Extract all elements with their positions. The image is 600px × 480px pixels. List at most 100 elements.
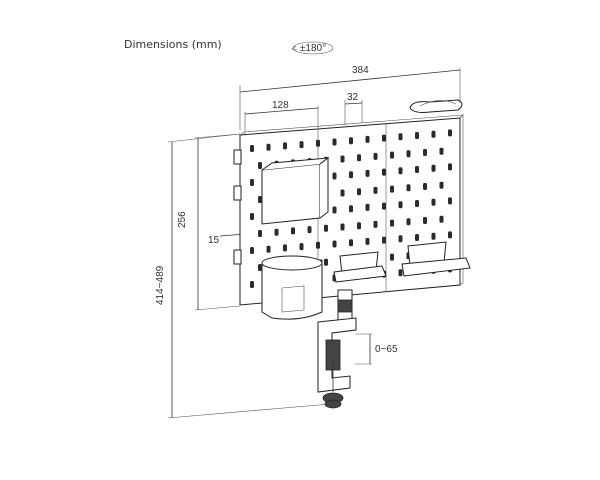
peg-hole (349, 171, 353, 179)
peg-hole (398, 269, 403, 277)
peg-hole (316, 139, 320, 147)
peg-hole (357, 222, 361, 230)
dimension-panel-height: 256 (177, 133, 241, 311)
peg-hole (431, 130, 436, 138)
peg-hole (332, 206, 337, 214)
peg-hole (431, 198, 436, 206)
peg-hole (357, 154, 361, 162)
peg-hole (448, 163, 452, 171)
peg-hole (390, 253, 394, 261)
peg-hole (349, 205, 353, 213)
headphone-hook (409, 99, 463, 113)
peg-hole (448, 129, 452, 137)
dimension-cup-width: 128 (244, 100, 319, 135)
peg-hole (250, 179, 254, 186)
peg-hole (357, 188, 361, 196)
peg-hole (299, 141, 304, 149)
peg-hole (250, 247, 254, 254)
peg-hole (324, 258, 328, 266)
peg-hole (283, 244, 287, 252)
peg-hole (439, 181, 444, 189)
peg-hole (324, 224, 328, 232)
peg-hole (283, 142, 287, 150)
peg-hole (340, 155, 345, 163)
peg-hole (340, 189, 345, 197)
peg-hole (266, 143, 271, 151)
peg-hole (316, 241, 320, 249)
peg-hole (439, 215, 444, 223)
dim-32-label: 32 (347, 92, 359, 103)
peg-hole (340, 223, 345, 231)
peg-hole (349, 239, 353, 247)
peg-hole (398, 235, 403, 243)
peg-hole (258, 196, 262, 203)
peg-hole (423, 217, 427, 224)
peg-hole (415, 166, 419, 173)
dimension-slot-width: 32 (344, 92, 363, 125)
dimension-clamp-range: 0~65 (355, 333, 398, 365)
rotation-label: ±180° (300, 43, 326, 54)
peg-hole (415, 200, 419, 207)
peg-hole (365, 203, 370, 211)
peg-hole (431, 164, 436, 172)
peg-hole (258, 264, 262, 271)
peg-hole (373, 186, 378, 194)
peg-hole (349, 137, 353, 145)
peg-hole (431, 232, 436, 240)
desk-clamp (317, 317, 357, 409)
peg-hole (415, 234, 419, 241)
controller-holder-left (333, 251, 387, 283)
cup-holder (261, 255, 323, 320)
peg-hole (415, 132, 419, 139)
peg-hole (390, 185, 394, 193)
dim-clamp-label: 0~65 (375, 344, 398, 355)
peg-hole (448, 231, 452, 239)
rotation-icon: ±180° (291, 41, 334, 55)
peg-hole (307, 226, 312, 234)
peg-hole (258, 162, 262, 169)
dim-256-label: 256 (177, 211, 188, 228)
peg-hole (398, 167, 403, 175)
peg-hole (274, 228, 279, 236)
peg-hole (439, 147, 444, 155)
peg-hole (382, 168, 386, 176)
peg-hole (250, 213, 254, 220)
peg-hole (332, 138, 337, 146)
peg-hole (258, 230, 262, 237)
peg-hole (332, 240, 337, 248)
peg-hole (266, 245, 271, 253)
peg-hole (250, 281, 254, 288)
storage-box (261, 157, 330, 225)
diagram-title: Dimensions (mm) (124, 38, 222, 51)
dimension-total-width: 384 (239, 65, 461, 130)
controller-holder-right (401, 241, 471, 277)
peg-hole (365, 135, 370, 143)
peg-hole (398, 201, 403, 209)
dim-128-label: 128 (272, 100, 289, 111)
peg-hole (299, 243, 304, 251)
peg-hole (390, 219, 394, 227)
peg-hole (382, 134, 386, 142)
peg-hole (250, 145, 254, 152)
dim-15-label: 15 (208, 235, 220, 246)
peg-hole (365, 237, 370, 245)
peg-hole (423, 183, 427, 190)
dim-384-label: 384 (352, 65, 369, 76)
peg-hole (291, 227, 295, 235)
peg-hole (406, 150, 411, 158)
peg-hole (373, 152, 378, 160)
peg-hole (390, 151, 394, 159)
peg-hole (365, 169, 370, 177)
peg-hole (423, 149, 427, 156)
peg-hole (382, 202, 386, 210)
peg-hole (398, 133, 403, 141)
peg-hole (373, 220, 378, 228)
peg-hole (406, 184, 411, 192)
peg-hole (382, 236, 386, 244)
peg-hole (448, 197, 452, 205)
dimension-total-height: 414~489 (155, 133, 331, 419)
peg-hole (332, 172, 337, 180)
dim-414-489-label: 414~489 (155, 265, 166, 305)
peg-hole (406, 218, 411, 226)
